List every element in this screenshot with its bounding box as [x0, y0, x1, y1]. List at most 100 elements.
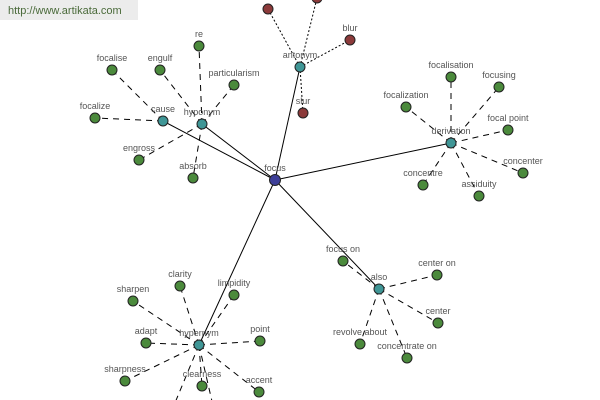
node-focalise[interactable]: focalise: [97, 53, 128, 76]
edge-focus-hyponym: [201, 123, 276, 181]
node-label: center on: [418, 258, 456, 268]
watermark-link[interactable]: http://www.artikata.com: [0, 0, 138, 20]
node-accent[interactable]: accent: [246, 375, 273, 398]
node-limpidity[interactable]: limpidity: [218, 278, 251, 301]
node-dot[interactable]: [445, 71, 457, 83]
edge-cause-focalise: [111, 69, 164, 122]
node-hypernym[interactable]: hypernym: [179, 328, 219, 351]
node-dot[interactable]: [89, 112, 101, 124]
node-ant1[interactable]: [262, 3, 274, 15]
node-dot[interactable]: [157, 115, 169, 127]
node-dot[interactable]: [373, 283, 385, 295]
node-sharpen[interactable]: sharpen: [117, 284, 150, 307]
node-dot[interactable]: [106, 64, 118, 76]
node-dot[interactable]: [294, 61, 306, 73]
node-center[interactable]: center: [425, 306, 451, 329]
node-assiduity[interactable]: assiduity: [461, 179, 497, 202]
node-focalize[interactable]: focalize: [80, 101, 111, 124]
node-dot[interactable]: [502, 124, 514, 136]
node-hyponym[interactable]: hyponym: [184, 107, 221, 130]
node-dot[interactable]: [344, 34, 356, 46]
node-dot[interactable]: [253, 386, 265, 398]
node-dot[interactable]: [354, 338, 366, 350]
node-ant2[interactable]: [311, 0, 323, 4]
node-point[interactable]: point: [250, 324, 270, 347]
node-sharpness[interactable]: sharpness: [104, 364, 146, 387]
node-dot[interactable]: [337, 255, 349, 267]
node-label: focus on: [326, 244, 360, 254]
node-dot[interactable]: [401, 352, 413, 364]
node-slur[interactable]: slur: [296, 96, 311, 119]
node-dot[interactable]: [417, 179, 429, 191]
edge-also-revolve_about: [359, 288, 380, 345]
node-label: focalise: [97, 53, 128, 63]
node-adapt[interactable]: adapt: [135, 326, 158, 349]
node-label: absorb: [179, 161, 207, 171]
node-focus[interactable]: focus: [264, 163, 286, 186]
edge-focus-derivation: [274, 142, 452, 181]
node-clarity[interactable]: clarity: [168, 269, 192, 292]
node-focalization[interactable]: focalization: [383, 90, 429, 113]
node-label: also: [371, 272, 388, 282]
node-dot[interactable]: [473, 190, 485, 202]
node-dot[interactable]: [269, 174, 281, 186]
node-concenter[interactable]: concenter: [503, 156, 543, 179]
node-cause[interactable]: cause: [151, 104, 175, 127]
node-dot[interactable]: [445, 137, 457, 149]
node-antonym[interactable]: antonym: [283, 50, 318, 73]
node-dot[interactable]: [196, 380, 208, 392]
node-engross[interactable]: engross: [123, 143, 156, 166]
node-dot[interactable]: [262, 3, 274, 15]
node-clearness[interactable]: clearness: [183, 369, 222, 392]
edge-focus-also: [274, 179, 380, 290]
node-center-on[interactable]: center on: [418, 258, 456, 281]
node-focusing[interactable]: focusing: [482, 70, 516, 93]
node-focal-point[interactable]: focal point: [487, 113, 529, 136]
node-dot[interactable]: [432, 317, 444, 329]
node-dot[interactable]: [228, 79, 240, 91]
node-concentre[interactable]: concentre: [403, 168, 443, 191]
edge-antonym-blur: [299, 39, 351, 68]
node-engulf[interactable]: engulf: [148, 53, 173, 76]
node-focalisation[interactable]: focalisation: [428, 60, 474, 83]
node-dot[interactable]: [133, 154, 145, 166]
edge-focus-hypernym: [198, 179, 276, 346]
node-label: concenter: [503, 156, 543, 166]
node-concentrate-on[interactable]: concentrate on: [377, 341, 437, 364]
node-dot[interactable]: [254, 335, 266, 347]
node-dot[interactable]: [400, 101, 412, 113]
node-dot[interactable]: [154, 64, 166, 76]
edge-hyponym-engulf: [159, 69, 203, 125]
edge-hypernym-point: [198, 340, 261, 346]
node-dot[interactable]: [119, 375, 131, 387]
node-dot[interactable]: [196, 118, 208, 130]
edge-hyponym-engross: [138, 123, 203, 161]
node-dot[interactable]: [140, 337, 152, 349]
edge-also-center_on: [378, 274, 438, 290]
edge-derivation-focal_point: [450, 129, 509, 144]
node-dot[interactable]: [517, 167, 529, 179]
node-dot[interactable]: [297, 107, 309, 119]
node-dot[interactable]: [127, 295, 139, 307]
node-label: re: [195, 29, 203, 39]
node-dot[interactable]: [493, 81, 505, 93]
node-focus-on[interactable]: focus on: [326, 244, 360, 267]
node-dot[interactable]: [193, 40, 205, 52]
node-dot[interactable]: [187, 172, 199, 184]
node-label: revolve about: [333, 327, 388, 337]
node-blur[interactable]: blur: [342, 23, 358, 46]
node-dot[interactable]: [228, 289, 240, 301]
node-re[interactable]: re: [193, 29, 205, 52]
node-label: assiduity: [461, 179, 497, 189]
node-particularism[interactable]: particularism: [208, 68, 260, 91]
node-absorb[interactable]: absorb: [179, 161, 207, 184]
node-label: engulf: [148, 53, 173, 63]
node-dot[interactable]: [193, 339, 205, 351]
node-dot[interactable]: [174, 280, 186, 292]
edge-hyponym-re: [198, 45, 203, 125]
node-derivation[interactable]: derivation: [431, 126, 471, 149]
node-also[interactable]: also: [371, 272, 388, 295]
node-dot[interactable]: [431, 269, 443, 281]
node-dot[interactable]: [311, 0, 323, 4]
node-revolve-about[interactable]: revolve about: [333, 327, 388, 350]
